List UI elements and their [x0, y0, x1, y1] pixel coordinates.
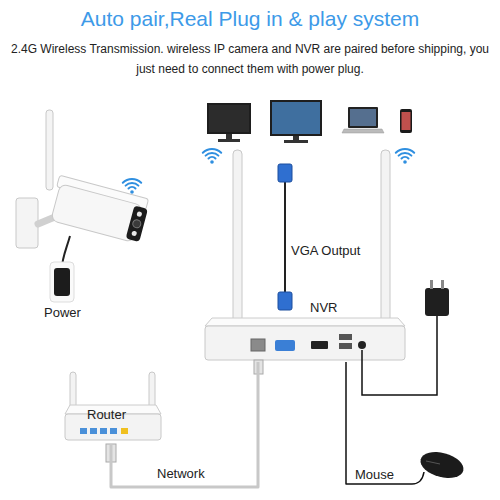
nvr-node: NVR: [200, 296, 410, 362]
router-device: [65, 372, 161, 462]
camera-led: [136, 211, 142, 217]
wifi-arc: [129, 187, 136, 188]
wifi-dot: [210, 160, 214, 164]
small-monitor: [207, 103, 251, 142]
monitor-base: [218, 139, 240, 142]
device-label: Power: [44, 305, 104, 321]
camera-lens: [132, 219, 142, 229]
wifi-arc: [402, 157, 409, 158]
usb-port: [339, 343, 352, 349]
wifi-arc: [126, 183, 139, 186]
laptop-base: [342, 129, 384, 133]
ip-camera: [16, 110, 151, 302]
usb-port: [339, 334, 352, 340]
monitor-panel: [209, 105, 249, 132]
camera-antenna: [46, 110, 53, 190]
phone-screen: [402, 112, 411, 130]
power-adapter: [54, 268, 70, 296]
vga-plug: [278, 292, 292, 310]
cable-label: Network: [157, 466, 205, 482]
power-port: [358, 341, 366, 349]
router-port: [121, 428, 128, 434]
nvr-back: [205, 326, 405, 360]
wifi-icon: [396, 149, 414, 164]
mouse-device: [352, 448, 466, 484]
adapter-frame: [50, 262, 74, 302]
title: Auto pair,Real Plug in & play system: [0, 6, 500, 32]
cable-label: VGA Output: [291, 243, 381, 259]
vga-port: [275, 340, 295, 351]
monitor-base: [284, 140, 308, 143]
usb-cable: [346, 362, 352, 484]
router-port: [110, 428, 117, 434]
phone: [400, 109, 412, 133]
vga-cable: [278, 164, 292, 310]
router-port: [80, 428, 87, 434]
mouse-node: Mouse: [352, 440, 480, 488]
mouse-button-line: [426, 461, 440, 464]
device-label: Router: [87, 407, 126, 423]
lan-plug: [254, 360, 263, 374]
wifi-arc: [123, 179, 141, 183]
adapter-pin: [430, 280, 433, 289]
hdmi-port: [311, 341, 328, 349]
lan-plug: [106, 444, 116, 462]
adapter-pin: [441, 280, 444, 289]
nvr-antenna: [233, 150, 242, 335]
laptop-screen: [348, 107, 378, 128]
router-node: Router: [62, 372, 162, 444]
router-port: [100, 428, 107, 434]
device-label: NVR: [310, 300, 337, 316]
phone-body: [400, 109, 412, 133]
monitor-panel: [272, 102, 320, 134]
vga-plug: [278, 164, 292, 182]
monitor-screen: [207, 103, 251, 134]
subtitle-text: 2.4G Wireless Transmission. wireless IP …: [5, 39, 495, 79]
wifi-arc: [399, 153, 412, 156]
wifi-icon: [203, 149, 221, 164]
wifi-arc: [396, 149, 414, 153]
laptop-panel: [350, 109, 376, 126]
laptop: [342, 107, 384, 133]
router-port: [90, 428, 97, 434]
lan-port: [251, 339, 265, 351]
device-label: Mouse: [355, 467, 394, 483]
power-adapter: [425, 288, 449, 316]
nvr-top: [205, 318, 405, 326]
wifi-arc: [203, 149, 221, 153]
wifi-arc: [206, 153, 219, 156]
wifi-dot: [403, 160, 407, 164]
camera-led: [131, 230, 137, 236]
large-monitor: [270, 100, 322, 143]
wifi-arc: [209, 157, 216, 158]
camera-front: [126, 206, 148, 242]
nvr-antenna: [381, 150, 390, 335]
vga-wire: [284, 180, 286, 294]
network-cable: [111, 362, 258, 487]
monitor-screen: [270, 100, 322, 136]
nvr-power: [362, 280, 449, 395]
wifi-dot: [130, 190, 134, 194]
power-cord: [362, 316, 437, 395]
nvr-device: [205, 150, 405, 374]
mouse-body: [418, 448, 467, 483]
wifi-icon: [123, 179, 141, 194]
